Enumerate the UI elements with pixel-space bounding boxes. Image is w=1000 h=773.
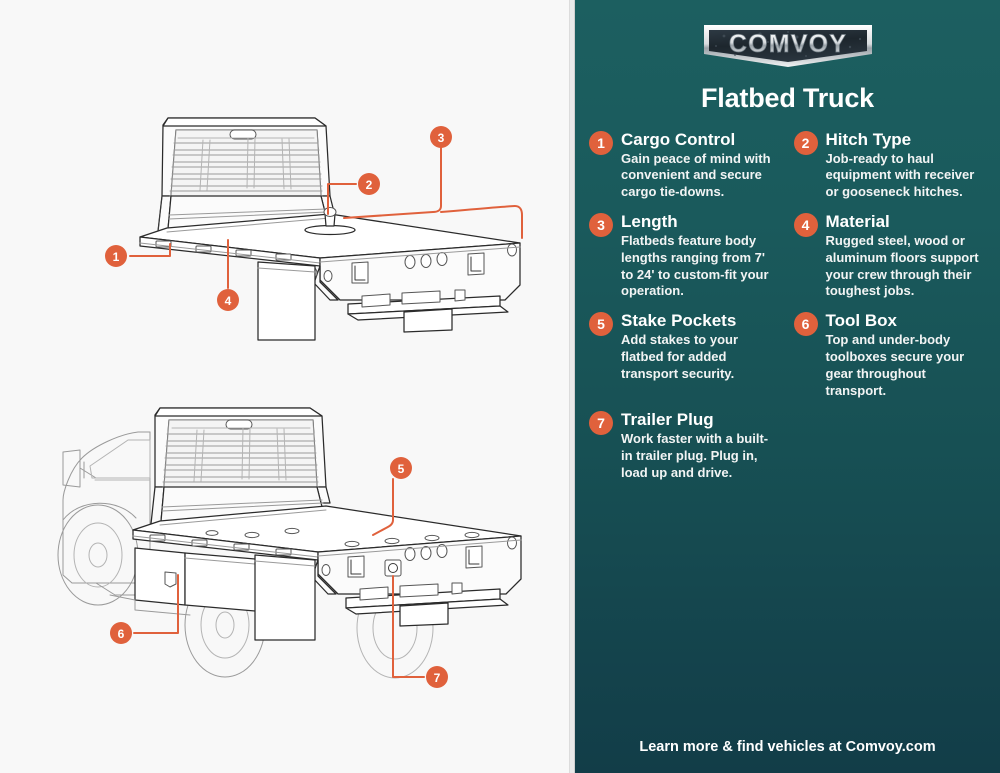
svg-text:COMVOY: COMVOY bbox=[728, 30, 846, 58]
callout-4[interactable]: 4 bbox=[217, 239, 239, 311]
mud-flap bbox=[257, 261, 316, 341]
feature-item-3: 3 Length Flatbeds feature body lengths r… bbox=[589, 212, 778, 300]
feature-text: Stake Pockets Add stakes to your flatbed… bbox=[621, 311, 778, 382]
chassis-rail bbox=[109, 594, 191, 616]
feature-number-badge: 3 bbox=[589, 213, 613, 238]
feature-title: Stake Pockets bbox=[621, 311, 737, 331]
feature-title: Material bbox=[825, 212, 890, 232]
feature-item-7: 7 Trailer Plug Work faster with a built-… bbox=[589, 410, 778, 481]
headache-rack-bottom bbox=[149, 407, 331, 534]
feature-text: Hitch Type Job-ready to haul equipment w… bbox=[826, 130, 983, 201]
feature-text: Trailer Plug Work faster with a built-in… bbox=[621, 410, 778, 481]
feature-text: Material Rugged steel, wood or aluminum … bbox=[826, 212, 983, 300]
feature-number-badge: 2 bbox=[793, 131, 818, 155]
bottom-flatbed-truck: 5 6 7 bbox=[57, 407, 522, 688]
feature-description: Work faster with a built-in trailer plug… bbox=[621, 430, 769, 480]
svg-text:7: 7 bbox=[434, 671, 441, 685]
comvoy-logo[interactable]: COMVOY bbox=[702, 22, 874, 70]
feature-number-badge: 6 bbox=[793, 312, 818, 337]
feature-item-5: 5 Stake Pockets Add stakes to your flatb… bbox=[589, 311, 778, 399]
feature-description: Gain peace of mind with convenient and s… bbox=[621, 150, 771, 200]
rear-skirt-box bbox=[254, 554, 316, 641]
body-side-right-bottom bbox=[317, 535, 522, 595]
feature-description: Rugged steel, wood or aluminum floors su… bbox=[825, 232, 979, 299]
svg-text:2: 2 bbox=[366, 178, 373, 192]
truck-diagrams: .ln{fill:none;stroke:#2b2b2b;stroke-widt… bbox=[57, 117, 523, 688]
feature-title: Cargo Control bbox=[621, 130, 736, 149]
feature-item-6: 6 Tool Box Top and under-body toolboxes … bbox=[793, 311, 983, 399]
callout-6[interactable]: 6 bbox=[110, 574, 179, 644]
top-flatbed-body: 1 2 3 4 bbox=[105, 117, 523, 341]
feature-description: Flatbeds feature body lengths ranging fr… bbox=[621, 232, 769, 299]
info-panel: COMVOY Flatbed Truck 1 Cargo Control Gai… bbox=[575, 0, 1000, 773]
feature-number-badge: 7 bbox=[589, 411, 613, 436]
body-side-right bbox=[319, 242, 521, 301]
feature-title: Hitch Type bbox=[825, 130, 912, 149]
feature-item-4: 4 Material Rugged steel, wood or aluminu… bbox=[793, 212, 983, 300]
panel-divider bbox=[569, 0, 575, 773]
svg-text:4: 4 bbox=[225, 294, 232, 308]
svg-text:6: 6 bbox=[118, 627, 125, 641]
callout-3[interactable]: 3 bbox=[343, 126, 523, 239]
feature-number-badge: 1 bbox=[589, 131, 613, 155]
feature-number-badge: 4 bbox=[793, 213, 818, 238]
logo-area: COMVOY bbox=[575, 0, 1000, 75]
callout-1[interactable]: 1 bbox=[105, 243, 171, 267]
feature-title: Length bbox=[621, 212, 678, 232]
feature-item-2: 2 Hitch Type Job-ready to haul equipment… bbox=[793, 130, 983, 201]
footer-cta[interactable]: Learn more & find vehicles at Comvoy.com bbox=[639, 739, 936, 755]
feature-description: Add stakes to your flatbed for added tra… bbox=[621, 331, 739, 381]
svg-text:5: 5 bbox=[398, 462, 405, 476]
rear-bumper-hitch bbox=[347, 289, 509, 333]
feature-description: Top and under-body toolboxes secure your… bbox=[825, 331, 965, 398]
illustration-panel: .ln{fill:none;stroke:#2b2b2b;stroke-widt… bbox=[57, 117, 523, 688]
feature-text: Tool Box Top and under-body toolboxes se… bbox=[826, 311, 983, 399]
callout-7[interactable]: 7 bbox=[392, 575, 448, 688]
feature-title: Trailer Plug bbox=[621, 410, 714, 430]
feature-text: Length Flatbeds feature body lengths ran… bbox=[621, 212, 778, 300]
tie-down-rail-left bbox=[139, 236, 321, 267]
svg-text:3: 3 bbox=[438, 131, 445, 145]
feature-description: Job-ready to haul equipment with receive… bbox=[825, 150, 975, 200]
feature-text: Cargo Control Gain peace of mind with co… bbox=[621, 130, 778, 201]
feature-list: 1 Cargo Control Gain peace of mind with … bbox=[575, 130, 1000, 493]
page-title: Flatbed Truck bbox=[701, 83, 874, 113]
feature-item-1: 1 Cargo Control Gain peace of mind with … bbox=[589, 130, 778, 201]
svg-text:1: 1 bbox=[113, 250, 120, 264]
feature-title: Tool Box bbox=[825, 311, 897, 331]
feature-number-badge: 5 bbox=[589, 312, 613, 337]
callout-2[interactable]: 2 bbox=[327, 173, 380, 215]
rear-bumper-bottom bbox=[345, 582, 509, 627]
callout-5[interactable]: 5 bbox=[372, 457, 412, 536]
